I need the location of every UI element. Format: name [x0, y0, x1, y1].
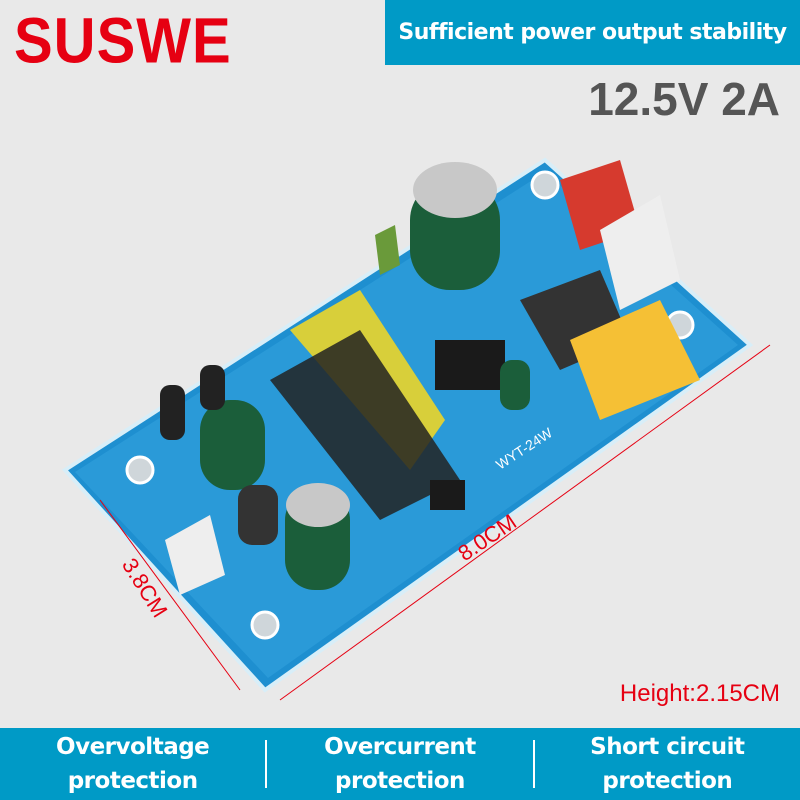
width-dimension-line	[99, 499, 241, 691]
divider	[532, 740, 535, 788]
inductor-small	[238, 485, 278, 545]
length-dimension-line	[279, 344, 771, 701]
height-dimension: Height:2.15CM	[619, 680, 780, 707]
ic-chip	[435, 340, 505, 390]
capacitor-top	[413, 162, 497, 218]
divider	[265, 740, 268, 788]
mount-hole	[530, 170, 560, 200]
transistor	[160, 385, 185, 440]
capacitor-top	[286, 483, 350, 527]
transistor	[200, 365, 225, 410]
optocoupler	[430, 480, 465, 510]
transformer-base	[270, 330, 460, 520]
spec-label: 12.5V 2A	[588, 73, 780, 125]
x-capacitor	[570, 300, 700, 420]
y-capacitor	[375, 225, 400, 275]
small-capacitor	[500, 360, 530, 410]
ac-connector	[600, 195, 680, 310]
mount-hole	[125, 455, 155, 485]
tagline-banner: Sufficient power output stability	[385, 0, 800, 65]
dc-connector	[165, 515, 225, 595]
brand-logo: SUSWE	[14, 5, 232, 77]
mount-hole	[250, 610, 280, 640]
capacitor	[200, 400, 265, 490]
